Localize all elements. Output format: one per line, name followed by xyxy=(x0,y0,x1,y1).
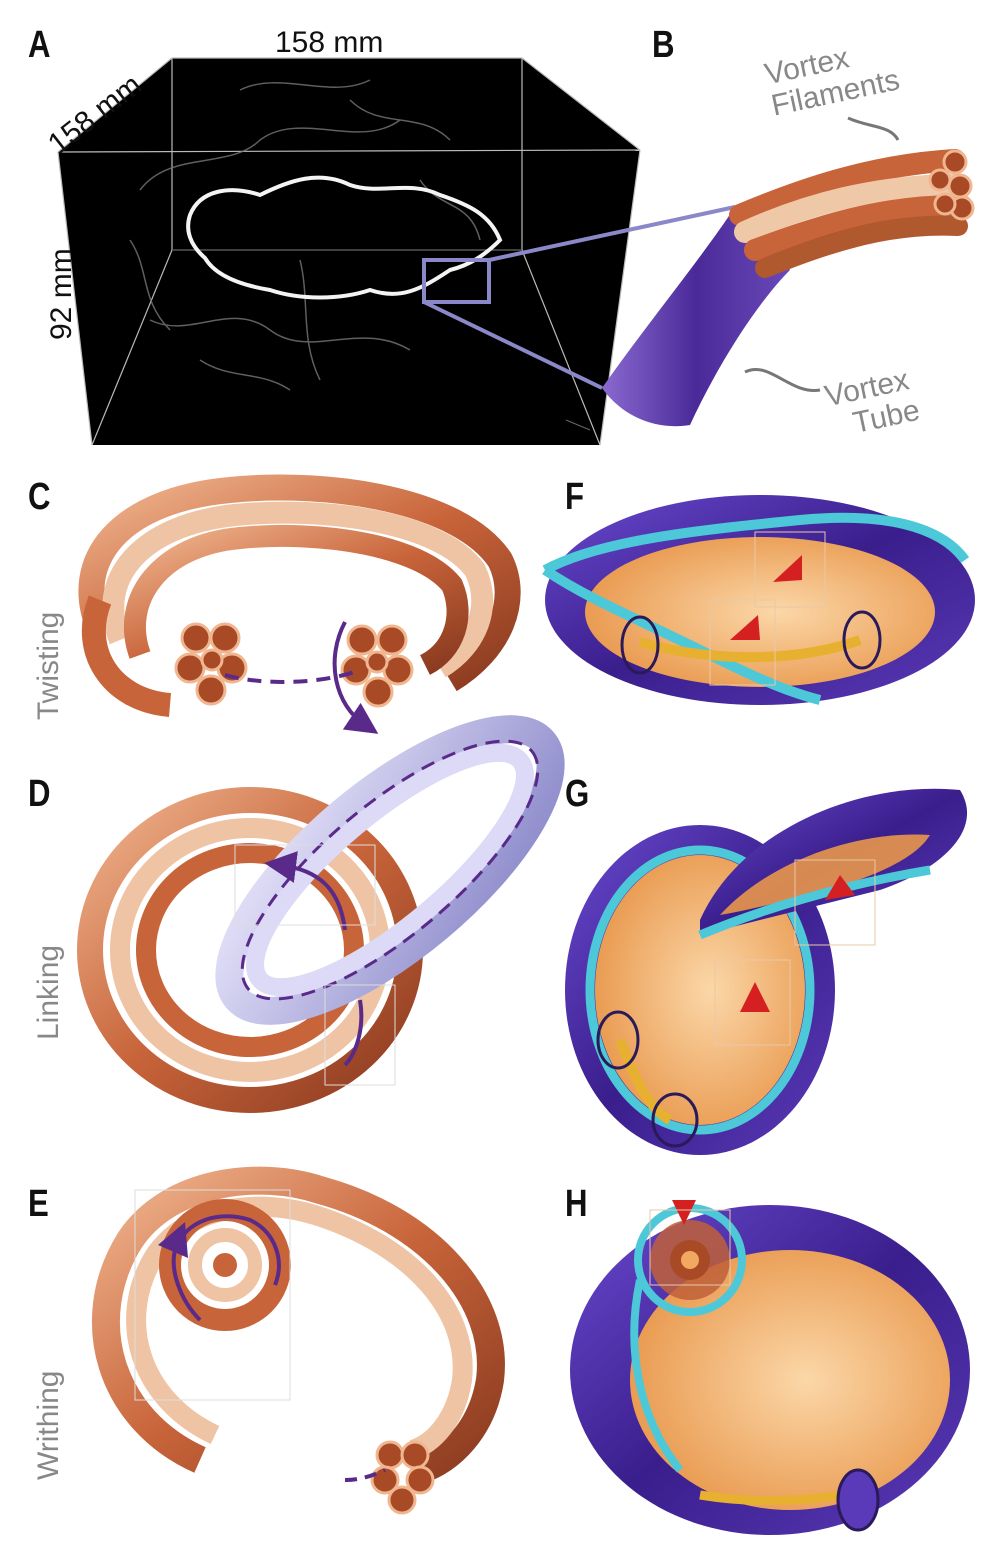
c-left-ends xyxy=(174,622,248,706)
panel-a-volume xyxy=(57,57,736,446)
panel-c-twisting xyxy=(78,474,521,734)
panel-label-e: E xyxy=(28,1183,49,1225)
vortex-filaments xyxy=(729,149,973,278)
panel-label-g: G xyxy=(565,773,590,815)
filament-callout-line xyxy=(847,116,900,141)
e-ends xyxy=(370,1440,435,1515)
dim-top: 158 mm xyxy=(275,26,384,59)
tube-callout-line xyxy=(744,368,821,392)
side-label-twisting: Twisting xyxy=(32,611,65,720)
vortex-wisps xyxy=(129,79,481,391)
panel-h xyxy=(570,1200,970,1535)
panel-label-f: F xyxy=(565,476,585,518)
panel-label-c: C xyxy=(28,476,51,518)
panel-b-tube xyxy=(602,116,975,427)
panel-label-a: A xyxy=(28,24,51,66)
zoom-box xyxy=(422,258,491,304)
panel-g xyxy=(565,788,968,1155)
dim-height: 92 mm xyxy=(45,248,78,340)
panel-d-linking xyxy=(77,715,565,1113)
c-right-ends xyxy=(340,624,414,708)
filament-ends xyxy=(928,149,975,221)
vortex-ring-trace xyxy=(186,175,503,300)
panel-label-b: B xyxy=(652,24,675,66)
side-label-linking: Linking xyxy=(32,944,65,1040)
vortex-tube xyxy=(602,207,790,427)
panel-f xyxy=(542,495,975,705)
side-label-writhing: Writhing xyxy=(32,1370,65,1480)
panel-label-h: H xyxy=(565,1183,588,1225)
panel-e-writhing xyxy=(91,1166,505,1515)
panel-label-d: D xyxy=(28,773,51,815)
